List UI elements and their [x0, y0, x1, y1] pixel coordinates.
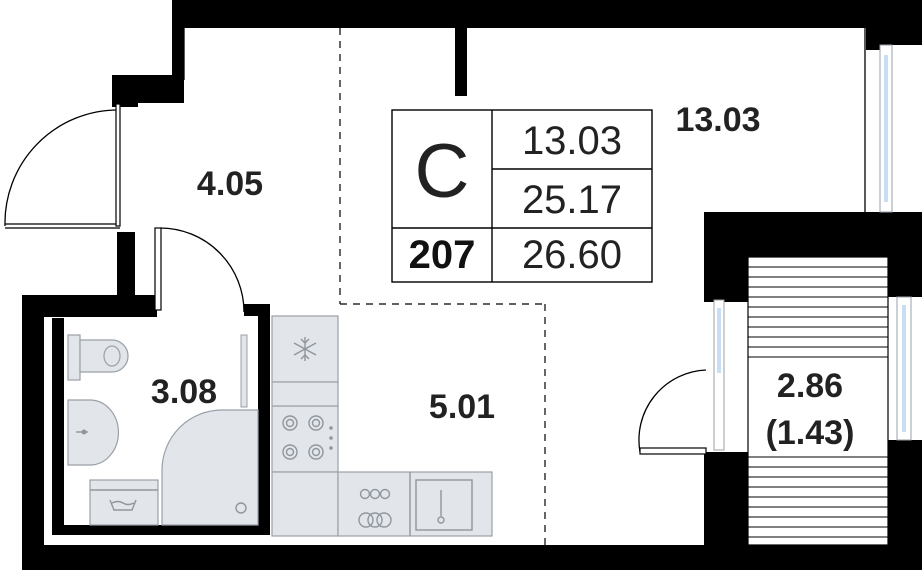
- entrance-door[interactable]: [4, 103, 121, 227]
- apartment-info-box: С 207 13.03 25.17 26.60: [391, 109, 653, 283]
- window-balcony-right: [896, 296, 912, 441]
- bathroom-area: 3.08: [151, 373, 217, 411]
- room-outlines: [5, 28, 866, 545]
- toilet-icon: [67, 334, 129, 381]
- fridge-icon: [271, 315, 339, 383]
- hallway-area: 4.05: [197, 165, 263, 203]
- towel-rail-icon: [240, 334, 248, 408]
- balcony-area: 2.86: [777, 367, 843, 405]
- sink-icon: [67, 399, 120, 466]
- kitchen-area: 5.01: [429, 388, 495, 426]
- shower-icon: [161, 409, 259, 526]
- balcony-door[interactable]: [638, 369, 707, 455]
- walls: [22, 0, 922, 570]
- dishwasher-icon: [358, 488, 392, 528]
- window-balcony-left: [713, 299, 725, 451]
- cooktop-icon: [271, 405, 339, 473]
- apartment-type-letter: С: [415, 129, 470, 214]
- living-area-value: 13.03: [522, 119, 622, 163]
- bathroom-door[interactable]: [154, 227, 245, 313]
- counter-side: [271, 381, 493, 537]
- area-without-balcony-value: 25.17: [522, 178, 622, 222]
- window-main-room: [879, 44, 893, 213]
- apartment-number: 207: [409, 233, 476, 277]
- kitchen-sink-icon: [415, 479, 473, 531]
- balcony-reduced-area: (1.43): [766, 414, 855, 452]
- washing-machine-icon: [89, 479, 159, 526]
- total-area-value: 26.60: [522, 233, 622, 277]
- snowflake-icon: [293, 337, 317, 361]
- balcony-floor: [747, 256, 889, 546]
- main-room-area: 13.03: [675, 101, 760, 139]
